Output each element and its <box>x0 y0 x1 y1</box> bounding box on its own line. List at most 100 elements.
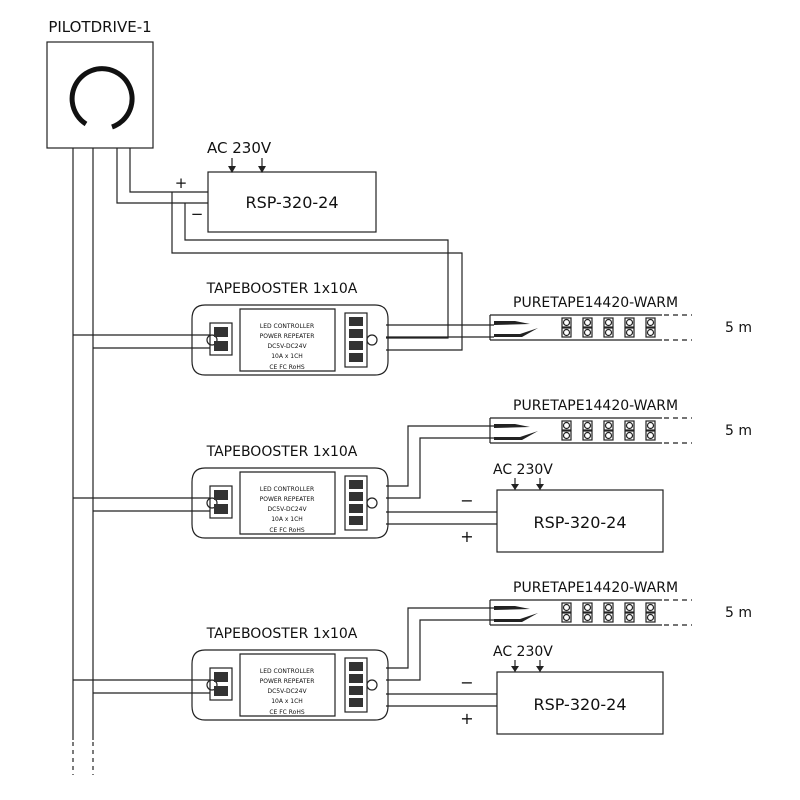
output-terminal <box>344 657 368 713</box>
terminal-screw-icon <box>349 686 363 695</box>
booster-spec-text: 10A x 1CH <box>271 698 303 705</box>
psu-minus: − <box>460 491 473 510</box>
led-chip-icon <box>603 430 614 441</box>
led-chip-icon <box>624 317 635 328</box>
terminal-screw-icon <box>349 341 363 350</box>
psu-plus: + <box>175 174 188 192</box>
psu-input: AC 230V <box>493 644 553 660</box>
terminal-screw-icon <box>214 672 228 682</box>
bus-wires <box>72 148 463 775</box>
booster-cert: CE FC RoHS <box>269 709 305 716</box>
booster-body <box>191 467 389 539</box>
terminal-screw-icon <box>349 698 363 707</box>
led-chip-icon <box>645 317 656 328</box>
tape-connector <box>494 321 538 337</box>
mount-hole-icon <box>366 679 378 691</box>
booster-label: TAPEBOOSTER 1x10A <box>206 281 358 297</box>
led-chip-icon <box>645 612 656 623</box>
led-tape-1: PURETAPE14420-WARM 5 m <box>489 295 752 341</box>
psu-box <box>496 489 664 553</box>
booster-spec-text: DC5V-DC24V <box>267 688 307 695</box>
input-terminal <box>209 485 233 519</box>
booster-spec-text: 10A x 1CH <box>271 516 303 523</box>
led-chip-icon <box>645 327 656 338</box>
led-chip-icon <box>603 327 614 338</box>
led-chip-icon <box>561 430 572 441</box>
booster-body <box>191 649 389 721</box>
led-chip-icon <box>582 420 593 431</box>
tape-length: 5 m <box>725 320 752 336</box>
psu-minus: − <box>191 205 204 223</box>
led-chip-icon <box>582 602 593 613</box>
controller-label: PILOTDRIVE-1 <box>48 18 151 36</box>
terminal-screw-icon <box>214 504 228 514</box>
terminal-screw-icon <box>349 662 363 671</box>
terminal-screw-icon <box>349 504 363 513</box>
input-terminal <box>209 667 233 701</box>
terminal-screw-icon <box>349 516 363 525</box>
led-chip-icon <box>561 317 572 328</box>
output-terminal <box>344 475 368 531</box>
psu-box <box>496 671 664 735</box>
input-terminal <box>209 322 233 356</box>
booster-spec-text: 10A x 1CH <box>271 353 303 360</box>
mount-hole-icon <box>206 334 218 346</box>
led-chip-icon <box>603 317 614 328</box>
pilotdrive-controller: PILOTDRIVE-1 <box>46 18 154 149</box>
led-chip-icon <box>603 420 614 431</box>
booster-spec-text: LED CONTROLLER <box>260 668 314 675</box>
tape-label: PURETAPE14420-WARM <box>513 398 678 414</box>
booster-label: TAPEBOOSTER 1x10A <box>206 626 358 642</box>
booster-spec-text: DC5V-DC24V <box>267 343 307 350</box>
tape-body <box>489 417 662 444</box>
psu-minus: − <box>460 673 473 692</box>
booster-spec-text: LED CONTROLLER <box>260 323 314 330</box>
psu-model: RSP-320-24 <box>533 695 626 714</box>
booster-cert: CE FC RoHS <box>269 364 305 371</box>
led-chip-icon <box>561 420 572 431</box>
led-chip-icon <box>624 612 635 623</box>
led-chip-icon <box>624 602 635 613</box>
terminal-screw-icon <box>349 480 363 489</box>
led-chip-icon <box>582 430 593 441</box>
booster-spec-text: LED CONTROLLER <box>260 486 314 493</box>
tape-label: PURETAPE14420-WARM <box>513 580 678 596</box>
mount-hole-icon <box>366 334 378 346</box>
led-chip-icon <box>645 430 656 441</box>
tape-length: 5 m <box>725 605 752 621</box>
psu-plus: + <box>460 709 473 728</box>
led-chip-icon <box>582 317 593 328</box>
mount-hole-icon <box>206 497 218 509</box>
led-chip-icon <box>645 602 656 613</box>
booster-label: TAPEBOOSTER 1x10A <box>206 444 358 460</box>
psu-input: AC 230V <box>207 139 272 157</box>
terminal-screw-icon <box>214 341 228 351</box>
led-chip-icon <box>561 327 572 338</box>
booster-spec-text: DC5V-DC24V <box>267 506 307 513</box>
terminal-screw-icon <box>214 686 228 696</box>
mount-hole-icon <box>366 497 378 509</box>
tape-label: PURETAPE14420-WARM <box>513 295 678 311</box>
terminal-screw-icon <box>349 492 363 501</box>
psu-3: RSP-320-24 AC 230V − + <box>386 644 664 735</box>
led-chip-icon <box>624 430 635 441</box>
led-chip-icon <box>624 420 635 431</box>
led-chip-icon <box>624 327 635 338</box>
led-chip-icon <box>582 327 593 338</box>
terminal-screw-icon <box>214 490 228 500</box>
psu-model: RSP-320-24 <box>245 193 338 212</box>
touch-ring-icon <box>69 66 135 130</box>
psu-plus: + <box>460 527 473 546</box>
terminal-screw-icon <box>214 327 228 337</box>
tape-length: 5 m <box>725 423 752 439</box>
terminal-screw-icon <box>349 353 363 362</box>
led-chip-icon <box>561 602 572 613</box>
terminal-screw-icon <box>349 329 363 338</box>
psu-model: RSP-320-24 <box>533 513 626 532</box>
